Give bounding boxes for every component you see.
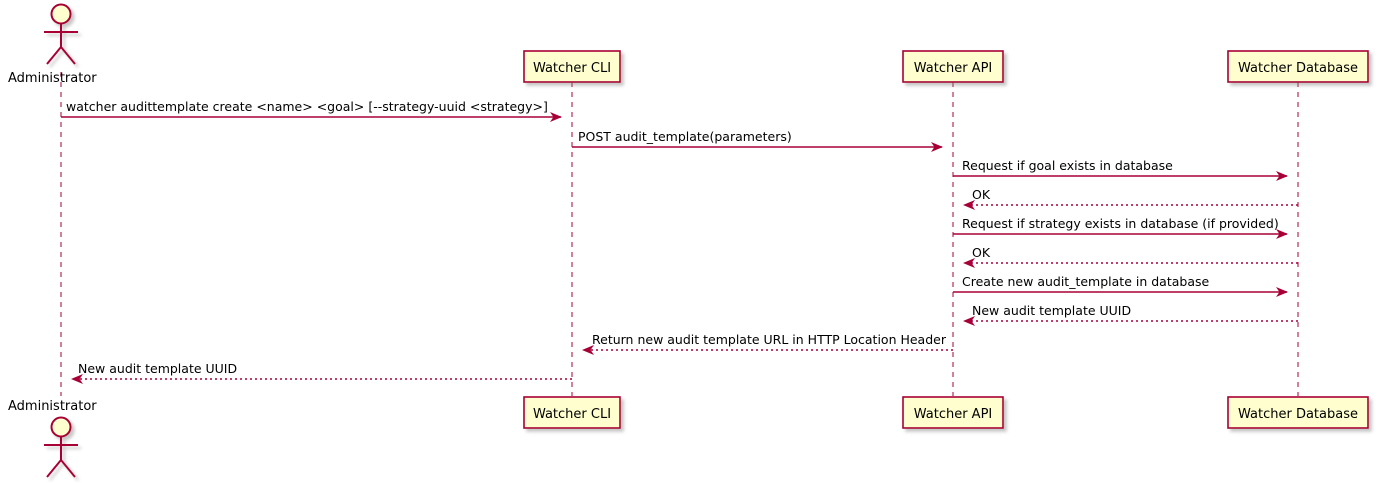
actor-administrator-bottom-label: Administrator — [8, 399, 97, 414]
participant-box — [523, 396, 621, 429]
actor-leg-left — [46, 46, 62, 65]
message-5-label: Request if strategy exists in database (… — [962, 216, 1279, 231]
message-3-label: Request if goal exists in database — [962, 158, 1173, 173]
message-1: watcher audittemplate create <name> <goa… — [61, 99, 562, 122]
actor-head-icon — [50, 3, 72, 25]
actor-head-icon — [50, 416, 72, 438]
message-10: New audit template UUID — [71, 361, 572, 384]
participant-watcher-api-bottom[interactable]: Watcher API — [902, 396, 1004, 429]
actor-administrator-bottom-figure — [44, 416, 78, 478]
participant-box — [1227, 50, 1369, 83]
actor-leg-right — [60, 459, 76, 478]
message-7-label: Create new audit_template in database — [962, 274, 1209, 289]
participant-box — [1227, 396, 1369, 429]
message-6: OK — [963, 245, 1298, 268]
participant-watcher-database-bottom-label: Watcher Database — [1238, 407, 1358, 422]
message-2-label: POST audit_template(parameters) — [578, 129, 792, 144]
message-1-label: watcher audittemplate create <name> <goa… — [66, 99, 548, 114]
participant-watcher-database-bottom[interactable]: Watcher Database — [1227, 396, 1369, 429]
message-4-label: OK — [972, 187, 991, 202]
participant-watcher-api-top-label: Watcher API — [914, 61, 993, 76]
message-3: Request if goal exists in database — [953, 158, 1288, 181]
actor-administrator-top-label: Administrator — [8, 71, 97, 86]
message-8-label: New audit template UUID — [972, 303, 1131, 318]
actor-leg-right — [60, 46, 76, 65]
participant-watcher-database-top[interactable]: Watcher Database — [1227, 50, 1369, 83]
message-10-label: New audit template UUID — [78, 361, 237, 376]
message-9: Return new audit template URL in HTTP Lo… — [582, 332, 953, 355]
participant-watcher-cli-top-label: Watcher CLI — [533, 61, 611, 76]
participant-watcher-cli-bottom[interactable]: Watcher CLI — [523, 396, 621, 429]
message-6-label: OK — [972, 245, 991, 260]
participant-watcher-database-top-label: Watcher Database — [1238, 61, 1358, 76]
participant-box — [902, 396, 1004, 429]
actor-leg-left — [46, 459, 62, 478]
message-5: Request if strategy exists in database (… — [953, 216, 1288, 239]
participant-box — [523, 50, 621, 83]
message-7: Create new audit_template in database — [953, 274, 1288, 297]
participant-watcher-api-bottom-label: Watcher API — [914, 407, 993, 422]
lifelines-group — [60, 72, 1299, 396]
message-2: POST audit_template(parameters) — [572, 129, 943, 152]
message-9-label: Return new audit template URL in HTTP Lo… — [592, 332, 947, 347]
participant-box — [902, 50, 1004, 83]
actor-administrator-bottom[interactable]: Administrator — [8, 399, 97, 478]
participant-watcher-cli-bottom-label: Watcher CLI — [533, 407, 611, 422]
participant-watcher-cli-top[interactable]: Watcher CLI — [523, 50, 621, 83]
message-4: OK — [963, 187, 1298, 210]
message-8: New audit template UUID — [963, 303, 1298, 326]
actor-administrator-top-figure — [44, 3, 78, 65]
actor-administrator-top[interactable]: Administrator — [8, 3, 97, 87]
participant-watcher-api-top[interactable]: Watcher API — [902, 50, 1004, 83]
